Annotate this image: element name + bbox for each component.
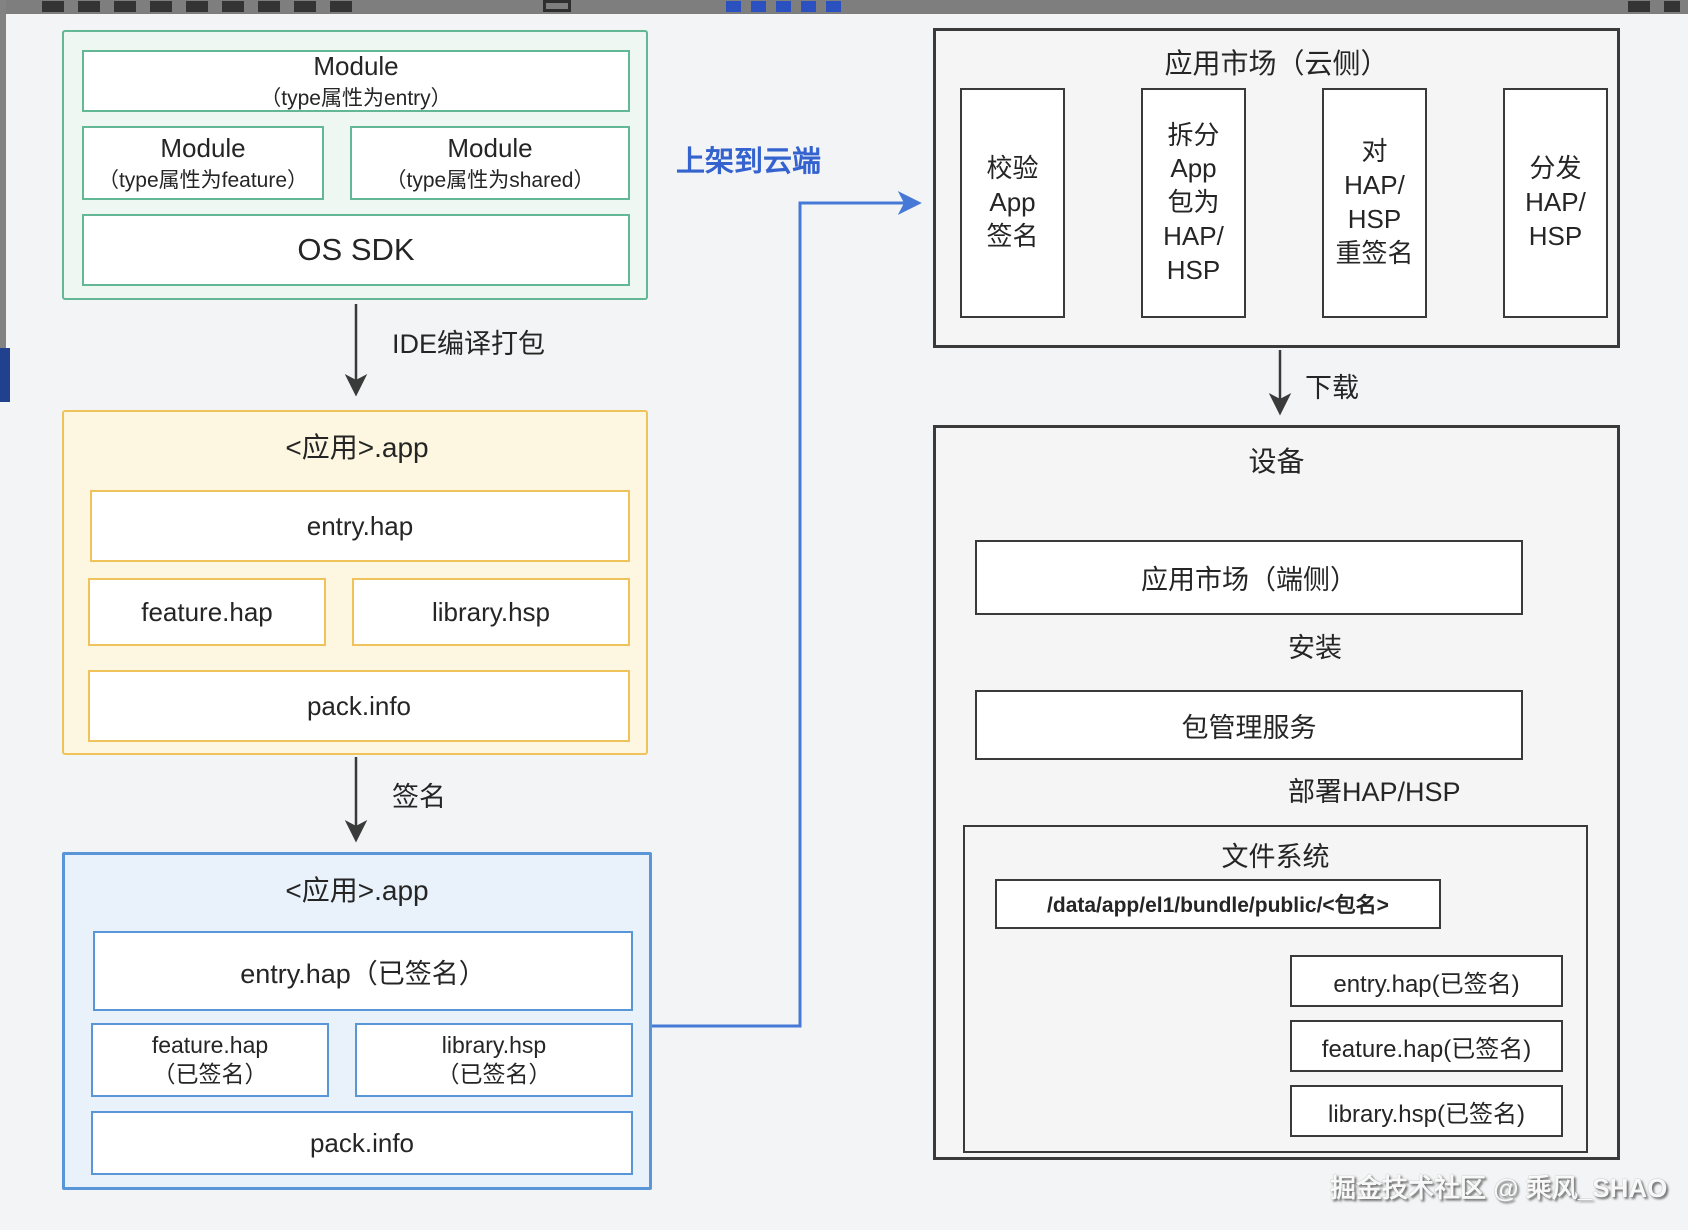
filesystem-box: 文件系统 /data/app/el1/bundle/public/<包名> en… (963, 825, 1588, 1153)
module-entry-attr: （type属性为entry） (260, 86, 452, 110)
filesystem-title: 文件系统 (1221, 841, 1330, 872)
window-left-edge (0, 0, 6, 348)
module-shared-attr: （type属性为shared） (385, 168, 595, 192)
library-hsp-box: library.hsp (352, 578, 630, 646)
cloud-step-distribute: 分发 HAP/ HSP (1503, 88, 1608, 318)
cloud-market-box: 应用市场（云侧） 校验 App 签名 拆分 App 包为 HAP/ HSP 对 … (933, 28, 1620, 348)
module-shared-box: Module （type属性为shared） (350, 126, 630, 200)
module-entry-name: Module (313, 50, 399, 81)
cropped-text-fragment (1628, 1, 1680, 12)
file-feature-hap-box: feature.hap(已签名) (1290, 1020, 1563, 1072)
download-arrow-label: 下载 (1305, 373, 1359, 403)
unsigned-app-box: <应用>.app entry.hap feature.hap library.h… (62, 410, 648, 755)
cropped-icon-fragment (543, 0, 571, 12)
device-box: 设备 应用市场（端侧） 安装 包管理服务 部署HAP/HSP 文件系统 /dat… (933, 425, 1620, 1160)
connector-upload-to-cloud (652, 191, 922, 1028)
cloud-step-resign: 对 HAP/ HSP 重签名 (1322, 88, 1427, 318)
entry-hap-box: entry.hap (90, 490, 630, 562)
module-group-box: Module （type属性为entry） Module （type属性为fea… (62, 30, 648, 300)
device-title: 设备 (1248, 446, 1305, 477)
device-market-box: 应用市场（端侧） (975, 540, 1523, 615)
cropped-top-strip (0, 0, 1688, 14)
signed-app-title: <应用>.app (285, 875, 429, 906)
signed-app-box: <应用>.app entry.hap（已签名） feature.hap （已签名… (62, 852, 652, 1190)
module-entry-box: Module （type属性为entry） (82, 50, 630, 112)
compile-arrow-label: IDE编译打包 (392, 329, 546, 359)
file-entry-hap-box: entry.hap(已签名) (1290, 955, 1563, 1007)
cropped-link-fragment (726, 1, 846, 12)
os-sdk-box: OS SDK (82, 214, 630, 286)
library-hsp-signed-box: library.hsp （已签名） (355, 1023, 633, 1097)
module-feature-box: Module （type属性为feature） (82, 126, 324, 200)
pack-info-signed-box: pack.info (91, 1111, 633, 1175)
unsigned-app-title: <应用>.app (285, 432, 429, 463)
window-left-edge-accent (0, 348, 10, 402)
cropped-text-fragment (42, 1, 352, 12)
cloud-market-title: 应用市场（云侧） (1164, 48, 1389, 79)
watermark: 掘金技术社区 @ 乘风_SHAO (1330, 1173, 1668, 1203)
pack-info-box: pack.info (88, 670, 630, 742)
cloud-step-split: 拆分 App 包为 HAP/ HSP (1141, 88, 1246, 318)
module-shared-name: Module (447, 132, 533, 163)
pkg-service-box: 包管理服务 (975, 690, 1523, 760)
entry-hap-signed-box: entry.hap（已签名） (93, 931, 633, 1011)
deploy-arrow-label: 部署HAP/HSP (1288, 777, 1461, 807)
sign-arrow-label: 签名 (392, 782, 446, 812)
upload-arrow-label: 上架到云端 (676, 146, 822, 178)
cloud-step-verify: 校验 App 签名 (960, 88, 1065, 318)
module-feature-attr: （type属性为feature） (97, 168, 309, 192)
module-feature-name: Module (160, 132, 246, 163)
feature-hap-signed-box: feature.hap （已签名） (91, 1023, 329, 1097)
bundle-path-box: /data/app/el1/bundle/public/<包名> (995, 879, 1441, 929)
file-library-hsp-box: library.hsp(已签名) (1290, 1085, 1563, 1137)
install-arrow-label: 安装 (1288, 633, 1342, 663)
feature-hap-box: feature.hap (88, 578, 326, 646)
